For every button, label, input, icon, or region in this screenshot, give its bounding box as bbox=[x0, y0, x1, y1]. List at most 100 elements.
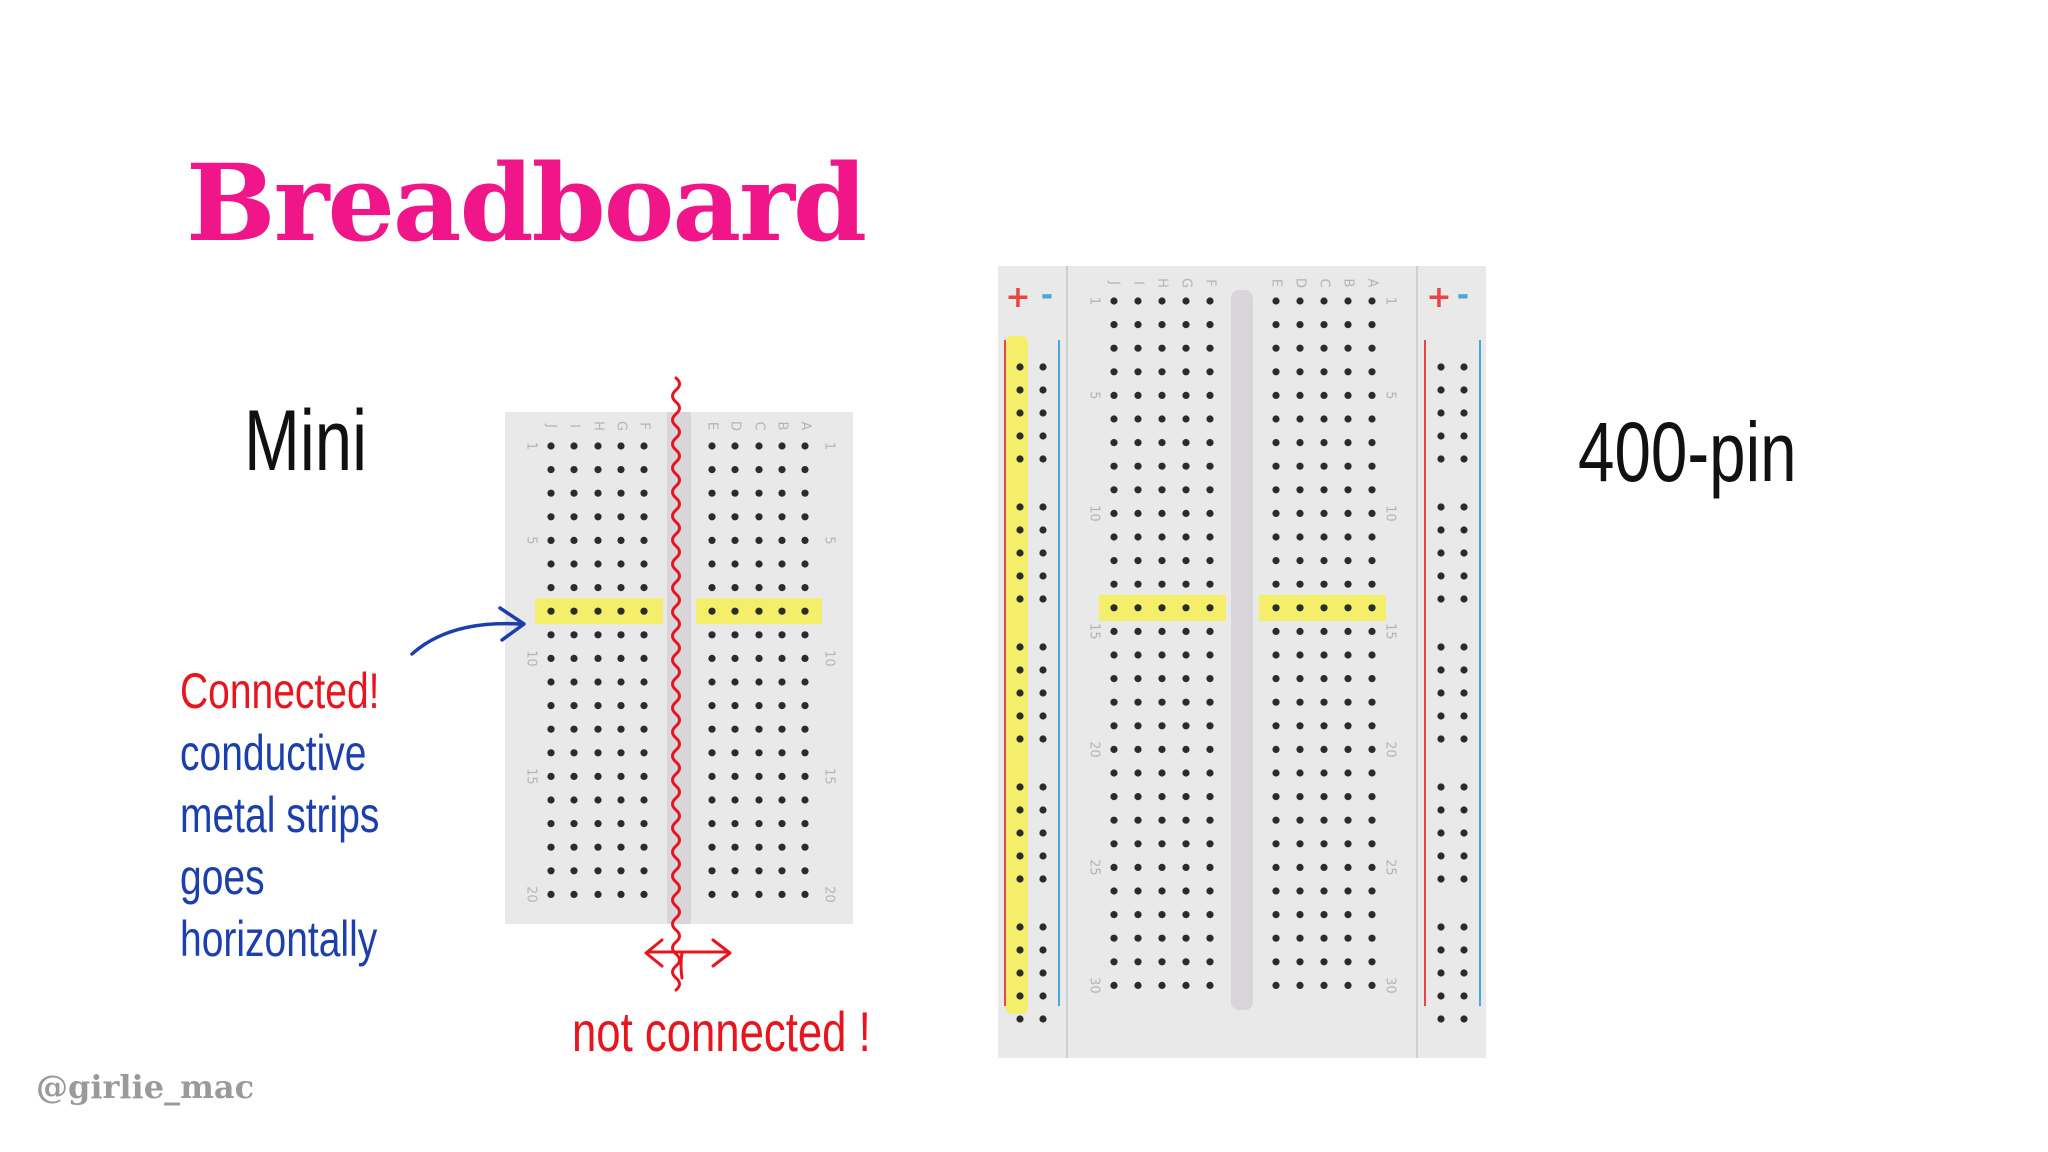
full-pin-hole bbox=[1110, 627, 1118, 636]
full-pin-hole bbox=[1296, 321, 1304, 329]
full-pin-hole bbox=[1158, 863, 1166, 872]
rail-pin-hole bbox=[1460, 386, 1468, 394]
full-pin-hole bbox=[1344, 934, 1352, 942]
full-pin-hole bbox=[1134, 981, 1142, 990]
mini-pin-hole bbox=[547, 820, 555, 828]
mini-pin-hole bbox=[547, 678, 555, 686]
full-pin-hole bbox=[1344, 391, 1352, 399]
full-column-label: A bbox=[1365, 279, 1380, 288]
rail-pin-hole bbox=[1460, 829, 1468, 837]
rail-pin-hole bbox=[1437, 829, 1445, 837]
mini-pin-hole bbox=[755, 678, 763, 686]
full-pin-hole bbox=[1206, 722, 1214, 730]
mini-pin-hole bbox=[755, 607, 763, 615]
full-row-number: 30 bbox=[1383, 977, 1398, 994]
rail-pin-hole bbox=[1460, 783, 1468, 791]
full-pin-hole bbox=[1206, 651, 1214, 659]
credit: @girlie_mac bbox=[36, 1068, 255, 1106]
mini-pin-hole bbox=[570, 678, 578, 686]
mini-pin-hole bbox=[594, 796, 602, 804]
mini-pin-hole bbox=[801, 725, 809, 733]
full-pin-hole bbox=[1368, 863, 1376, 872]
mini-row-number: 1 bbox=[822, 442, 837, 450]
mini-pin-hole bbox=[594, 678, 602, 686]
full-pin-hole bbox=[1182, 344, 1190, 352]
mini-pin-hole bbox=[594, 536, 602, 545]
rail-pin-hole bbox=[1437, 712, 1445, 720]
full-pin-hole bbox=[1272, 863, 1280, 872]
mini-pin-hole bbox=[547, 513, 555, 521]
full-pin-hole bbox=[1272, 958, 1280, 966]
full-pin-hole bbox=[1134, 321, 1142, 329]
mini-column-label: C bbox=[752, 421, 767, 430]
full-pin-hole bbox=[1134, 887, 1142, 895]
full-pin-hole bbox=[1134, 793, 1142, 801]
full-pin-hole bbox=[1182, 887, 1190, 895]
full-pin-hole bbox=[1206, 509, 1214, 517]
mini-label: Mini bbox=[244, 393, 367, 489]
annotation-arrows bbox=[410, 376, 732, 992]
rail-pin-hole bbox=[1460, 432, 1468, 440]
full-pin-hole bbox=[1344, 533, 1352, 541]
full-pin-hole bbox=[1182, 533, 1190, 541]
full-pin-hole bbox=[1320, 557, 1328, 565]
full-pin-hole bbox=[1368, 486, 1376, 494]
mini-pin-hole bbox=[731, 560, 739, 568]
info-line-3: goes bbox=[180, 849, 265, 905]
rail-pin-hole bbox=[1039, 549, 1047, 557]
full-pin-hole bbox=[1344, 321, 1352, 329]
full-center-channel bbox=[1231, 290, 1253, 1010]
mini-pin-hole bbox=[617, 654, 625, 663]
mini-pin-hole bbox=[640, 489, 648, 497]
mini-pin-hole bbox=[594, 654, 602, 663]
mini-pin-hole bbox=[731, 678, 739, 686]
full-pin-hole bbox=[1158, 439, 1166, 447]
mini-pin-hole bbox=[755, 820, 763, 828]
mini-pin-hole bbox=[801, 654, 809, 663]
rail-pin-hole bbox=[1039, 992, 1047, 1000]
full-pin-hole bbox=[1368, 557, 1376, 565]
full-pin-hole bbox=[1320, 439, 1328, 447]
full-pin-hole bbox=[1110, 344, 1118, 352]
full-pin-hole bbox=[1182, 911, 1190, 919]
full-pin-hole bbox=[1296, 769, 1304, 777]
full-pin-hole bbox=[1368, 675, 1376, 683]
full-pin-hole bbox=[1206, 840, 1214, 848]
mini-pin-hole bbox=[755, 654, 763, 663]
mini-pin-hole bbox=[547, 584, 555, 592]
rail-pin-hole bbox=[1437, 1015, 1445, 1023]
full-pin-hole bbox=[1272, 486, 1280, 494]
mini-pin-hole bbox=[570, 796, 578, 804]
mini-pin-hole bbox=[640, 796, 648, 804]
mini-pin-hole bbox=[640, 749, 648, 757]
full-pin-hole bbox=[1182, 981, 1190, 990]
rail-pin-hole bbox=[1039, 1015, 1047, 1023]
full-pin-hole bbox=[1344, 509, 1352, 517]
full-pin-hole bbox=[1320, 486, 1328, 494]
connected-arrowhead bbox=[498, 606, 526, 642]
mini-pin-hole bbox=[755, 560, 763, 568]
mini-pin-hole bbox=[778, 749, 786, 757]
mini-pin-hole bbox=[778, 584, 786, 592]
full-pin-hole bbox=[1158, 769, 1166, 777]
full-pin-hole bbox=[1158, 627, 1166, 636]
rail-pin-hole bbox=[1460, 455, 1468, 463]
full-pin-hole bbox=[1182, 297, 1190, 305]
full-pin-hole bbox=[1206, 934, 1214, 942]
mini-column-label: B bbox=[775, 422, 790, 431]
mini-pin-hole bbox=[708, 749, 716, 757]
mini-row-number: 10 bbox=[524, 650, 539, 667]
info-line-2: metal strips bbox=[180, 787, 380, 843]
rail-pin-hole bbox=[1437, 432, 1445, 440]
full-pin-hole bbox=[1296, 793, 1304, 801]
full-column-label: F bbox=[1203, 279, 1218, 286]
full-pin-hole bbox=[1134, 344, 1142, 352]
mini-pin-hole bbox=[801, 560, 809, 568]
full-pin-hole bbox=[1320, 509, 1328, 517]
full-pin-hole bbox=[1110, 793, 1118, 801]
rail-pin-hole bbox=[1039, 875, 1047, 883]
full-pin-hole bbox=[1206, 911, 1214, 919]
full-pin-hole bbox=[1182, 816, 1190, 824]
full-pin-hole bbox=[1320, 533, 1328, 541]
full-pin-hole bbox=[1134, 439, 1142, 447]
